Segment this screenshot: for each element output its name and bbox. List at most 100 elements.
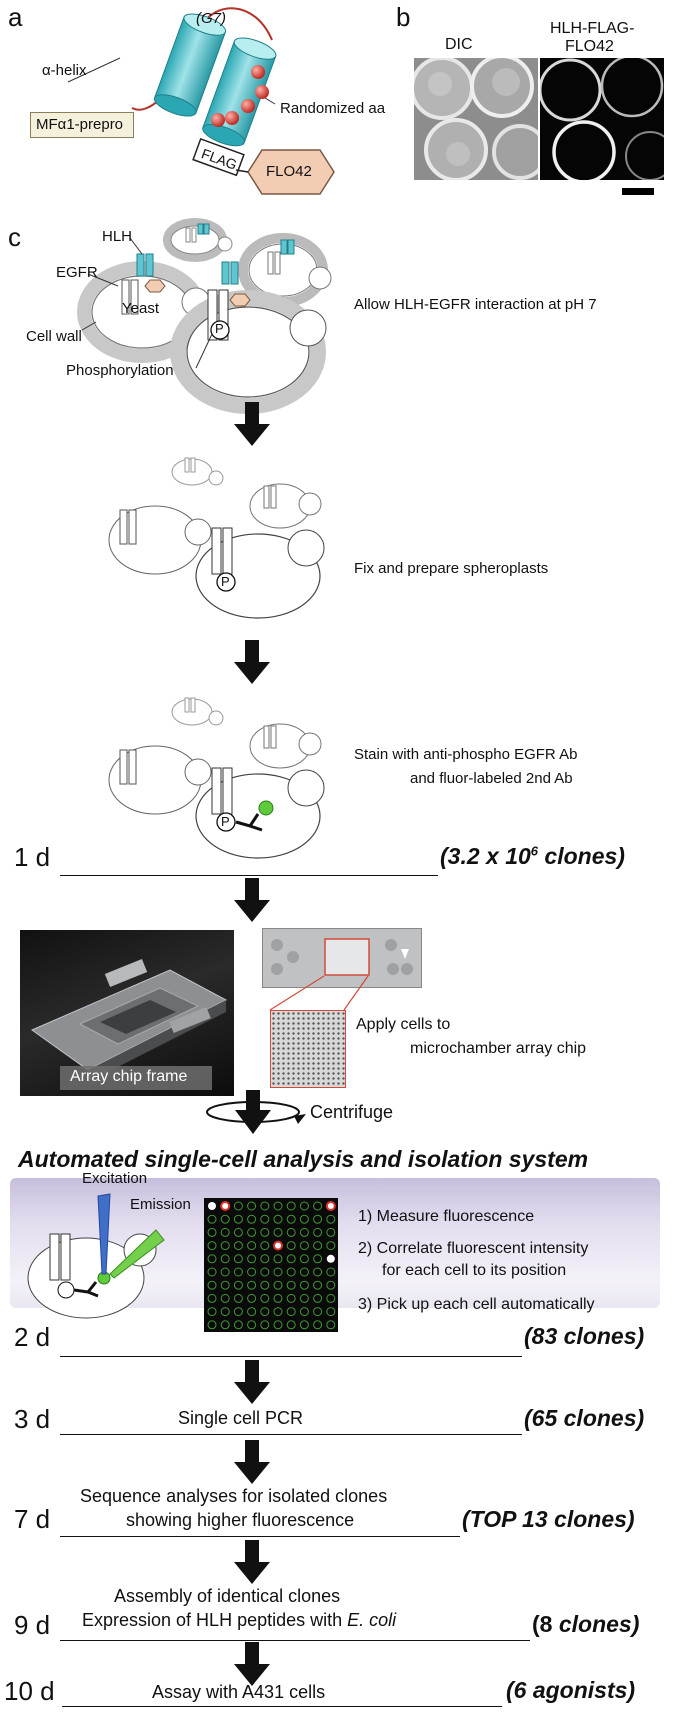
system-step-2b: for each cell to its position xyxy=(382,1262,567,1279)
microchamber-well xyxy=(313,1267,323,1277)
down-arrow xyxy=(234,1540,270,1584)
microchamber-well xyxy=(247,1227,257,1237)
step-stain-b: and fluor-labeled 2nd Ab xyxy=(410,770,573,787)
microchamber-well xyxy=(207,1214,217,1224)
microchamber-well xyxy=(207,1307,217,1317)
microchamber-well xyxy=(286,1307,296,1317)
step-assembly-b-text: Expression of HLH peptides with xyxy=(82,1610,348,1630)
flo42-label: FLO42 xyxy=(266,163,312,180)
microchamber-well xyxy=(313,1307,323,1317)
microchamber-well xyxy=(220,1254,230,1264)
microchamber-well xyxy=(220,1307,230,1317)
cell-wall-label: Cell wall xyxy=(26,328,82,345)
microchamber-well xyxy=(207,1241,217,1251)
microchamber-well xyxy=(260,1320,270,1330)
microchamber-zoom xyxy=(270,1010,346,1088)
down-arrow xyxy=(234,878,270,922)
system-step-1: 1) Measure fluorescence xyxy=(358,1208,535,1225)
microchamber-well xyxy=(247,1241,257,1251)
excitation-label: Excitation xyxy=(82,1170,148,1187)
fluorescence-array-image xyxy=(204,1198,338,1332)
apply-cells-label-1: Apply cells to xyxy=(356,1016,451,1033)
step-assembly-a: Assembly of identical clones xyxy=(114,1586,341,1606)
timeline-line-1 xyxy=(60,875,438,876)
phosphorylation-label: Phosphorylation xyxy=(66,362,174,379)
yeast-interaction-diagram xyxy=(77,218,332,414)
microchamber-well xyxy=(247,1307,257,1317)
result-5-b: clones) xyxy=(558,1611,640,1637)
step-assembly-b: Expression of HLH peptides with E. coli xyxy=(82,1610,396,1632)
random-aa-bead xyxy=(241,99,255,113)
microchamber-well xyxy=(286,1241,296,1251)
microchamber-well xyxy=(220,1320,230,1330)
result-5: (8 clones) xyxy=(532,1611,639,1638)
panel-b-letter: b xyxy=(396,2,411,32)
microchamber-well xyxy=(325,1201,336,1211)
timeline-line-4 xyxy=(60,1536,460,1537)
alpha-helix-label: α-helix xyxy=(42,62,87,79)
result-3: (65 clones) xyxy=(524,1405,645,1431)
down-arrow xyxy=(234,402,270,446)
step-sequence-b: showing higher fluorescence xyxy=(126,1510,355,1530)
microchamber-well xyxy=(313,1280,323,1290)
microchamber-well xyxy=(220,1227,230,1237)
microchamber-well xyxy=(220,1267,230,1277)
microchamber-well xyxy=(260,1293,270,1303)
step-assay: Assay with A431 cells xyxy=(152,1682,326,1702)
microchamber-well xyxy=(208,1202,216,1210)
microchamber-well xyxy=(313,1320,323,1330)
microchamber-well xyxy=(326,1267,336,1277)
microchamber-well xyxy=(326,1254,335,1263)
dic-image xyxy=(414,58,538,180)
result-2: (83 clones) xyxy=(524,1323,645,1349)
microchamber-well xyxy=(299,1214,309,1224)
timeline-line-6 xyxy=(62,1706,502,1707)
microchamber-well xyxy=(286,1280,296,1290)
hlh-label: HLH xyxy=(102,228,133,245)
result-1: (3.2 x 106 clones) xyxy=(440,843,625,870)
helix-hairpin-diagram xyxy=(67,7,335,195)
p-label-2: P xyxy=(221,574,230,589)
step-interaction: Allow HLH-EGFR interaction at pH 7 xyxy=(354,296,597,313)
microchamber-well xyxy=(313,1227,323,1237)
emission-label: Emission xyxy=(130,1196,191,1213)
yeast-label: Yeast xyxy=(122,300,159,317)
apply-cells-label-2: microchamber array chip xyxy=(410,1040,587,1057)
microchamber-well xyxy=(273,1201,283,1211)
system-step-2a: 2) Correlate fluorescent intensity xyxy=(358,1240,589,1257)
microchamber-well xyxy=(233,1320,243,1330)
timeline-line-2 xyxy=(60,1356,522,1357)
microchamber-well xyxy=(273,1254,283,1264)
microchamber-well xyxy=(326,1214,336,1224)
microchamber-well xyxy=(299,1267,309,1277)
microchamber-well xyxy=(233,1201,243,1211)
day-2: 2 d xyxy=(14,1322,51,1352)
microchamber-well xyxy=(207,1280,217,1290)
panel-c-letter: c xyxy=(8,222,21,252)
system-title: Automated single-cell analysis and isola… xyxy=(18,1146,589,1172)
microchamber-well xyxy=(299,1280,309,1290)
microchamber-well xyxy=(273,1267,283,1277)
down-arrow xyxy=(234,1642,270,1686)
microchamber-well xyxy=(233,1267,243,1277)
microchamber-well xyxy=(273,1227,283,1237)
microchamber-well xyxy=(260,1241,270,1251)
stained-cell-diagram xyxy=(108,697,325,859)
array-chip-frame-label: Array chip frame xyxy=(70,1068,188,1085)
microchamber-well xyxy=(233,1307,243,1317)
step-spheroplasts: Fix and prepare spheroplasts xyxy=(354,560,549,577)
random-aa-bead xyxy=(251,65,265,79)
microchamber-well xyxy=(299,1241,309,1251)
microchamber-well xyxy=(326,1241,336,1251)
microchamber-well xyxy=(233,1227,243,1237)
p-label: P xyxy=(215,321,224,336)
microchamber-well xyxy=(286,1201,296,1211)
microchamber-well xyxy=(299,1320,309,1330)
microchamber-well xyxy=(260,1267,270,1277)
microchamber-well xyxy=(286,1214,296,1224)
hlh-flag-label-2: FLO42 xyxy=(565,38,614,55)
microchamber-well xyxy=(313,1201,323,1211)
microchamber-well xyxy=(247,1254,257,1264)
centrifuge-icon xyxy=(206,1090,306,1134)
day-1: 1 d xyxy=(14,842,51,872)
